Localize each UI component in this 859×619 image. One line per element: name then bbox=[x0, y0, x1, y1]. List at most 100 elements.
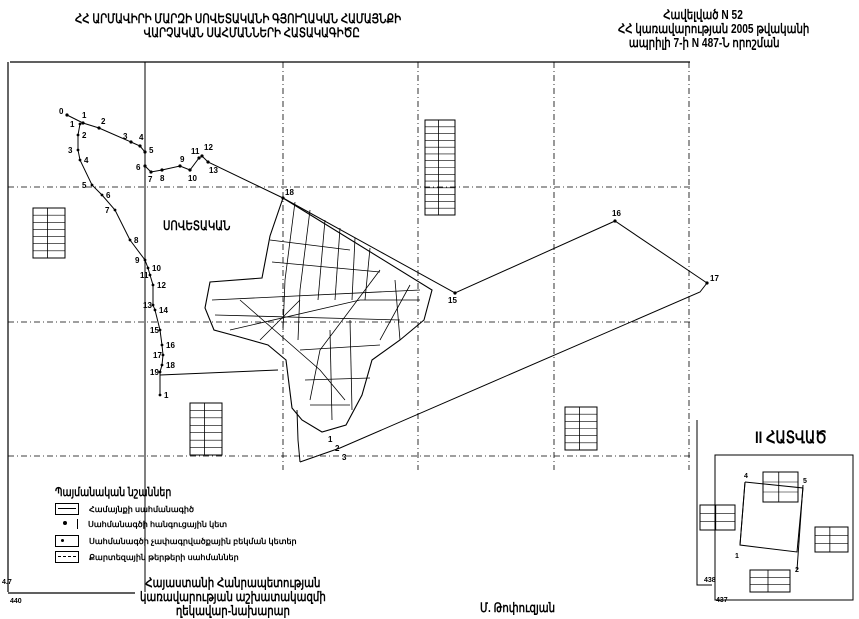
boundary-node-icon bbox=[149, 170, 153, 174]
boundary-line-north bbox=[66, 114, 708, 294]
west-point-label: 13 bbox=[143, 301, 152, 310]
north-point-label: 6 bbox=[136, 163, 141, 172]
boundary-line-south bbox=[299, 282, 708, 463]
north-point-label: 12 bbox=[204, 143, 213, 152]
legend-item-boundary: Համայնքի սահմանագիծ bbox=[55, 503, 194, 515]
street-line bbox=[214, 314, 401, 321]
boundary-node-icon bbox=[178, 164, 182, 168]
inset-frame bbox=[714, 454, 854, 601]
boundary-line-west bbox=[77, 123, 164, 395]
boundary-node-icon bbox=[197, 156, 201, 160]
boundary-node-icon bbox=[200, 154, 204, 158]
north-point-label: 0 bbox=[59, 107, 64, 116]
street-line bbox=[349, 319, 353, 411]
inset-boundary bbox=[796, 484, 804, 571]
north-point-label: 8 bbox=[160, 174, 165, 183]
north-point-label: 11 bbox=[191, 147, 200, 156]
west-point-label: 2 bbox=[82, 131, 87, 140]
west-point-label: 10 bbox=[152, 264, 161, 273]
street-line bbox=[229, 299, 420, 331]
boundary-node-icon bbox=[81, 121, 85, 125]
west-point-label: 18 bbox=[166, 361, 175, 370]
north-point-label: 18 bbox=[285, 188, 294, 197]
boundary-node-icon bbox=[76, 148, 80, 152]
street-line bbox=[304, 377, 371, 381]
inset-table-east bbox=[814, 526, 849, 553]
boundary-node-icon bbox=[90, 183, 94, 187]
west-point-label: 15 bbox=[150, 326, 159, 335]
boundary-node-icon bbox=[153, 308, 157, 312]
north-point-label: 1 bbox=[82, 111, 87, 120]
west-point-label: 19 bbox=[150, 368, 159, 377]
street-line bbox=[364, 247, 371, 301]
boundary-node-icon bbox=[143, 150, 147, 154]
boundary-node-icon bbox=[76, 133, 80, 137]
inset-table-south bbox=[749, 569, 791, 593]
signature-block: Հայաստանի Հանրապետության կառավարության ա… bbox=[140, 576, 326, 618]
boundary-node-icon bbox=[78, 122, 82, 126]
boundary-node-icon bbox=[160, 168, 164, 172]
corner-coordinate-label: 438 bbox=[704, 577, 716, 584]
west-point-label: 11 bbox=[140, 271, 149, 280]
west-point-label: 4 bbox=[84, 156, 89, 165]
west-point-label: 9 bbox=[135, 256, 140, 265]
boundary-node-icon bbox=[158, 370, 162, 374]
boundary-node-icon bbox=[129, 140, 133, 144]
street-line bbox=[351, 237, 356, 301]
corner-coordinate-label: 437 bbox=[716, 597, 728, 604]
north-point-label: 13 bbox=[209, 166, 218, 175]
north-point-label: 10 bbox=[188, 174, 197, 183]
boundary-node-icon bbox=[160, 363, 164, 367]
signature-line-1: Հայաստանի Հանրապետության bbox=[145, 575, 321, 590]
boundary-node-icon bbox=[206, 160, 210, 164]
inset-point-label: 5 bbox=[803, 478, 807, 485]
node-point-icon bbox=[55, 519, 78, 529]
inset-point-label: 2 bbox=[795, 567, 799, 574]
west-point-label: 7 bbox=[105, 206, 110, 215]
coordinates-table-south bbox=[189, 402, 223, 456]
boundary-node-icon bbox=[143, 164, 147, 168]
west-point-label: 14 bbox=[159, 306, 168, 315]
signatory-name: Մ. Թոփուզյան bbox=[480, 600, 556, 615]
boundary-node-icon bbox=[160, 343, 164, 347]
legend-item-sheets: Քարտեզային թերթերի սահմաններ bbox=[55, 551, 239, 563]
west-point-label: 16 bbox=[166, 341, 175, 350]
corner-coordinate-label: 440 bbox=[10, 598, 22, 605]
inset-title: II ՀԱՏՎԱԾ bbox=[755, 428, 827, 447]
inset-table-west bbox=[699, 504, 736, 531]
south-point-label: 2 bbox=[335, 444, 340, 453]
boundary-node-icon bbox=[705, 281, 709, 285]
street-line bbox=[239, 299, 346, 401]
map-title: ՀՀ ԱՐՄԱՎԻՐԻ ՄԱՐԶԻ ՍՈՎԵՏԱԿԱՆԻ ԳՅՈՒՂԱԿԱՆ Հ… bbox=[75, 12, 401, 40]
boundary-node-icon bbox=[188, 168, 192, 172]
west-point-label: 12 bbox=[157, 281, 166, 290]
north-point-label: 17 bbox=[710, 274, 719, 283]
title-line-1: ՀՀ ԱՐՄԱՎԻՐԻ ՄԱՐԶԻ ՍՈՎԵՏԱԿԱՆԻ ԳՅՈՒՂԱԿԱՆ Հ… bbox=[75, 11, 402, 26]
boundary-node-icon bbox=[100, 193, 104, 197]
street-line bbox=[211, 289, 421, 301]
west-point-label: 6 bbox=[106, 191, 111, 200]
street-line bbox=[394, 279, 401, 341]
boundary-node-icon bbox=[151, 283, 155, 287]
street-line bbox=[297, 209, 311, 341]
street-line bbox=[282, 201, 296, 331]
north-point-label: 7 bbox=[148, 175, 153, 184]
north-point-label: 5 bbox=[149, 146, 154, 155]
inset-point-label: 1 bbox=[735, 553, 739, 560]
inset-parcel-outline bbox=[739, 481, 804, 553]
boundary-node-icon bbox=[158, 393, 162, 397]
north-point-label: 9 bbox=[180, 155, 185, 164]
street-line bbox=[329, 329, 333, 421]
boundary-node-icon bbox=[65, 113, 69, 117]
annex-line-2: ՀՀ կառավարության 2005 թվականի bbox=[618, 21, 810, 36]
boundary-node-icon bbox=[138, 144, 142, 148]
boundary-node-icon bbox=[453, 291, 457, 295]
inset-point-label: 4 bbox=[744, 473, 748, 480]
boundary-line-icon bbox=[55, 503, 79, 515]
boundary-node-icon bbox=[113, 208, 117, 212]
north-point-label: 3 bbox=[123, 132, 128, 141]
boundary-node-icon bbox=[151, 303, 155, 307]
west-point-label: 3 bbox=[68, 146, 73, 155]
street-line bbox=[259, 299, 301, 341]
